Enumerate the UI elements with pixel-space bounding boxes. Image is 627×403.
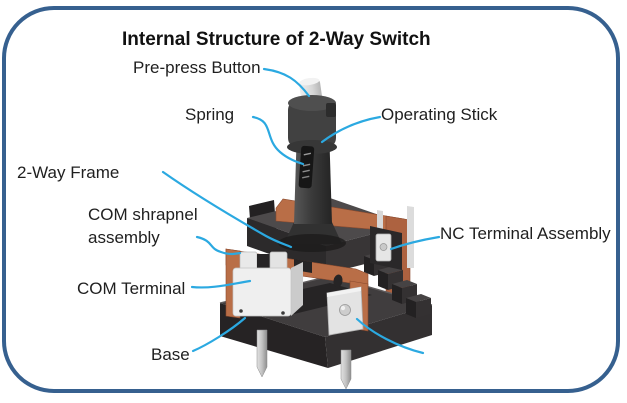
- leader-nc-terminal-assembly: [389, 235, 441, 251]
- no-terminal-graphic: [326, 286, 364, 336]
- leader-base: [191, 316, 247, 353]
- leader-spring: [251, 115, 305, 166]
- leader-two-way-frame: [161, 170, 293, 249]
- leader-no-terminal: [355, 317, 425, 355]
- leader-com-shrapnel-assembly: [195, 235, 242, 256]
- label-spring: Spring: [185, 105, 235, 124]
- rounded-border-frame: [2, 6, 620, 393]
- leader-lines: [161, 67, 441, 355]
- spring-window-graphic: [298, 145, 315, 189]
- label-pre-press-button: Pre-press Button: [133, 58, 261, 77]
- diagram-title: Internal Structure of 2-Way Switch: [122, 29, 431, 50]
- leader-com-terminal: [190, 279, 252, 289]
- label-base: Base: [151, 345, 190, 364]
- com-terminal-graphic: [232, 251, 303, 317]
- pins-graphic: [256, 329, 352, 390]
- label-operating-stick: Operating Stick: [381, 105, 498, 124]
- label-com-shrapnel-assembly: COM shrapnel assembly: [88, 205, 198, 247]
- label-nc-terminal-assembly: NC Terminal Assembly: [440, 224, 611, 243]
- leader-pre-press-button: [262, 67, 311, 98]
- label-two-way-frame: 2-Way Frame: [17, 163, 120, 182]
- operating-stick-graphic: [278, 77, 346, 252]
- label-com-terminal: COM Terminal: [77, 279, 186, 298]
- leader-operating-stick: [320, 115, 382, 144]
- nc-terminal-graphic: [370, 226, 402, 270]
